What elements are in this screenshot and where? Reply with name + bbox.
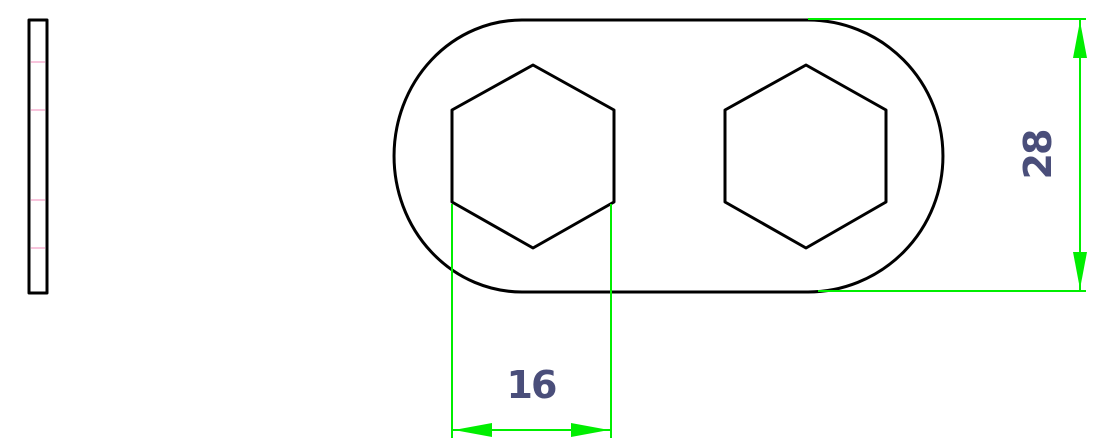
arrowhead-left	[454, 423, 492, 437]
arrowhead-right	[571, 423, 609, 437]
side-view	[27, 18, 49, 295]
right-hexagon-hole	[723, 63, 888, 250]
height-dimension-label: 28	[1016, 130, 1060, 179]
arrowhead-up	[1073, 21, 1087, 58]
height-dimension: 28	[808, 18, 1087, 292]
hex-width-dimension-label: 16	[507, 363, 556, 407]
left-hexagon-hole	[450, 63, 616, 250]
front-view	[392, 18, 945, 294]
arrowhead-down	[1073, 252, 1087, 289]
side-view-center-marks	[31, 61, 45, 249]
side-view-plate	[27, 18, 49, 295]
hex-width-dimension: 16	[451, 204, 612, 438]
obround-outline	[392, 18, 945, 294]
